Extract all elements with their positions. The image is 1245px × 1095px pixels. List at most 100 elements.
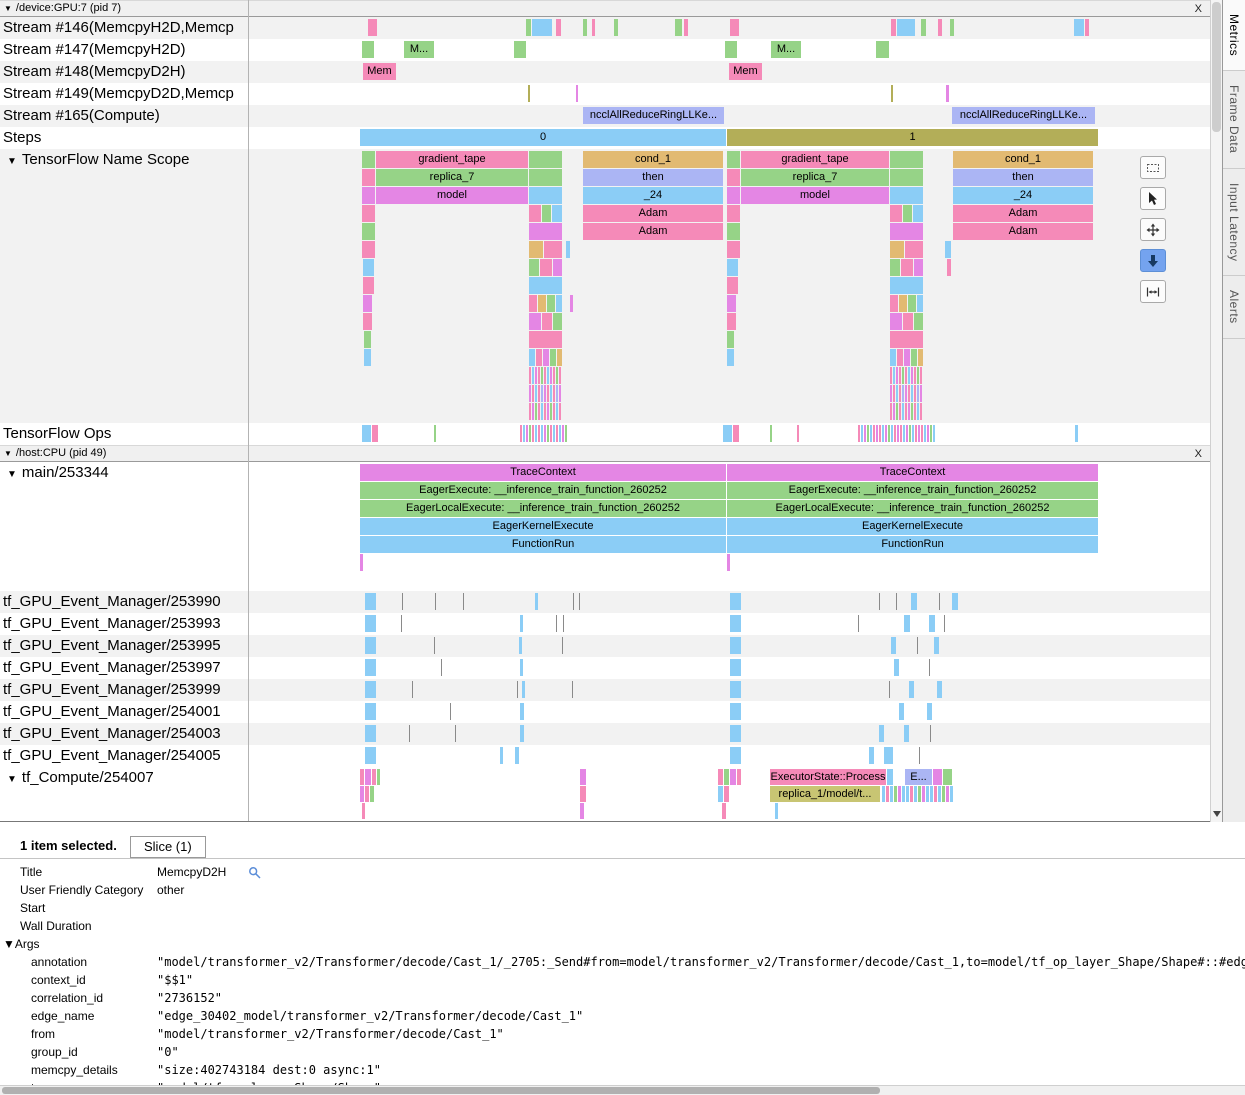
trace-slice[interactable] (553, 425, 555, 442)
trace-slice[interactable] (535, 403, 537, 420)
trace-slice[interactable] (362, 223, 375, 240)
row-label-em-254001[interactable]: tf_GPU_Event_Manager/254001 (0, 701, 248, 723)
trace-slice[interactable] (1074, 19, 1084, 36)
trace-slice[interactable] (914, 367, 916, 384)
trace-slice[interactable] (401, 615, 402, 632)
scrollbar-thumb[interactable] (1212, 2, 1221, 132)
side-tab-frame-data[interactable]: Frame Data (1223, 71, 1245, 169)
trace-slice[interactable] (532, 367, 534, 384)
track-stream-165[interactable]: ncclAllReduceRingLLKe...ncclAllReduceRin… (248, 105, 1210, 127)
trace-slice[interactable] (775, 803, 778, 819)
trace-slice[interactable]: cond_1 (953, 151, 1093, 168)
trace-slice[interactable] (910, 786, 913, 802)
trace-slice[interactable] (891, 19, 896, 36)
trace-slice[interactable] (412, 681, 413, 698)
trace-slice[interactable] (933, 425, 935, 442)
trace-slice[interactable] (365, 703, 376, 720)
track-em-253993[interactable] (248, 613, 1210, 635)
trace-slice[interactable] (896, 385, 898, 402)
trace-slice[interactable] (890, 259, 900, 276)
trace-slice[interactable] (520, 725, 524, 742)
trace-slice[interactable] (727, 241, 740, 258)
trace-slice[interactable] (899, 367, 901, 384)
trace-slice[interactable] (723, 425, 732, 442)
trace-slice[interactable] (556, 615, 557, 632)
trace-slice[interactable] (372, 769, 376, 785)
trace-slice[interactable] (552, 205, 562, 222)
trace-slice[interactable] (894, 786, 897, 802)
trace-slice[interactable] (532, 425, 534, 442)
trace-slice[interactable] (553, 259, 562, 276)
trace-slice[interactable] (897, 349, 903, 366)
trace-slice[interactable] (943, 769, 952, 785)
trace-slice[interactable] (727, 277, 738, 294)
trace-slice[interactable] (362, 425, 371, 442)
trace-slice[interactable] (528, 85, 530, 102)
trace-slice[interactable] (550, 425, 552, 442)
trace-slice[interactable] (952, 593, 958, 610)
trace-slice[interactable] (869, 747, 874, 764)
trace-slice[interactable] (905, 367, 907, 384)
trace-slice[interactable] (903, 313, 913, 330)
trace-slice[interactable] (583, 19, 587, 36)
trace-slice[interactable] (365, 615, 376, 632)
trace-slice[interactable] (929, 659, 930, 676)
trace-slice[interactable] (921, 19, 926, 36)
row-label-em-253993[interactable]: tf_GPU_Event_Manager/253993 (0, 613, 248, 635)
track-stream-147[interactable]: M...M... (248, 39, 1210, 61)
trace-slice[interactable] (894, 425, 896, 442)
trace-slice[interactable] (917, 367, 919, 384)
trace-slice[interactable] (463, 593, 464, 610)
trace-slice[interactable] (900, 425, 902, 442)
trace-slice[interactable]: then (953, 169, 1093, 186)
trace-slice[interactable] (727, 349, 734, 366)
trace-slice[interactable] (890, 223, 923, 240)
trace-slice[interactable] (529, 259, 539, 276)
trace-slice[interactable] (556, 385, 558, 402)
trace-slice[interactable] (882, 786, 885, 802)
trace-slice[interactable] (858, 425, 860, 442)
trace-slice[interactable] (529, 241, 543, 258)
trace-slice[interactable] (553, 367, 555, 384)
collapse-icon[interactable]: ▼ (4, 4, 12, 13)
track-em-254001[interactable] (248, 701, 1210, 723)
trace-slice[interactable] (930, 425, 932, 442)
trace-slice[interactable] (890, 151, 923, 168)
trace-slice[interactable] (915, 425, 917, 442)
trace-slice[interactable] (934, 637, 939, 654)
trace-slice[interactable] (891, 425, 893, 442)
track-em-253990[interactable] (248, 591, 1210, 613)
trace-slice[interactable] (876, 41, 889, 58)
trace-slice[interactable] (939, 593, 940, 610)
trace-slice[interactable]: Adam (583, 205, 723, 222)
trace-slice[interactable]: _24 (953, 187, 1093, 204)
trace-slice[interactable] (529, 169, 562, 186)
trace-slice[interactable] (770, 425, 772, 442)
trace-slice[interactable] (730, 703, 741, 720)
trace-slice[interactable] (362, 41, 374, 58)
trace-slice[interactable]: EagerLocalExecute: __inference_train_fun… (360, 500, 726, 517)
track-em-254005[interactable] (248, 745, 1210, 767)
trace-slice[interactable] (535, 425, 537, 442)
trace-slice[interactable] (538, 403, 540, 420)
trace-slice[interactable] (906, 425, 908, 442)
trace-slice[interactable] (544, 385, 546, 402)
trace-slice[interactable]: E... (905, 769, 932, 785)
trace-slice[interactable] (924, 425, 926, 442)
trace-slice[interactable] (730, 747, 741, 764)
trace-slice[interactable] (906, 786, 909, 802)
trace-slice[interactable] (573, 593, 574, 610)
trace-slice[interactable] (550, 367, 552, 384)
trace-slice[interactable] (592, 19, 595, 36)
trace-slice[interactable] (930, 725, 931, 742)
trace-slice[interactable] (890, 313, 902, 330)
trace-slice[interactable] (879, 725, 884, 742)
row-label-steps[interactable]: Steps (0, 127, 248, 149)
trace-slice[interactable] (441, 659, 442, 676)
trace-slice[interactable] (896, 403, 898, 420)
trace-slice[interactable] (727, 259, 738, 276)
trace-slice[interactable] (914, 313, 923, 330)
trace-slice[interactable] (526, 425, 528, 442)
scrollbar-thumb[interactable] (2, 1087, 880, 1094)
